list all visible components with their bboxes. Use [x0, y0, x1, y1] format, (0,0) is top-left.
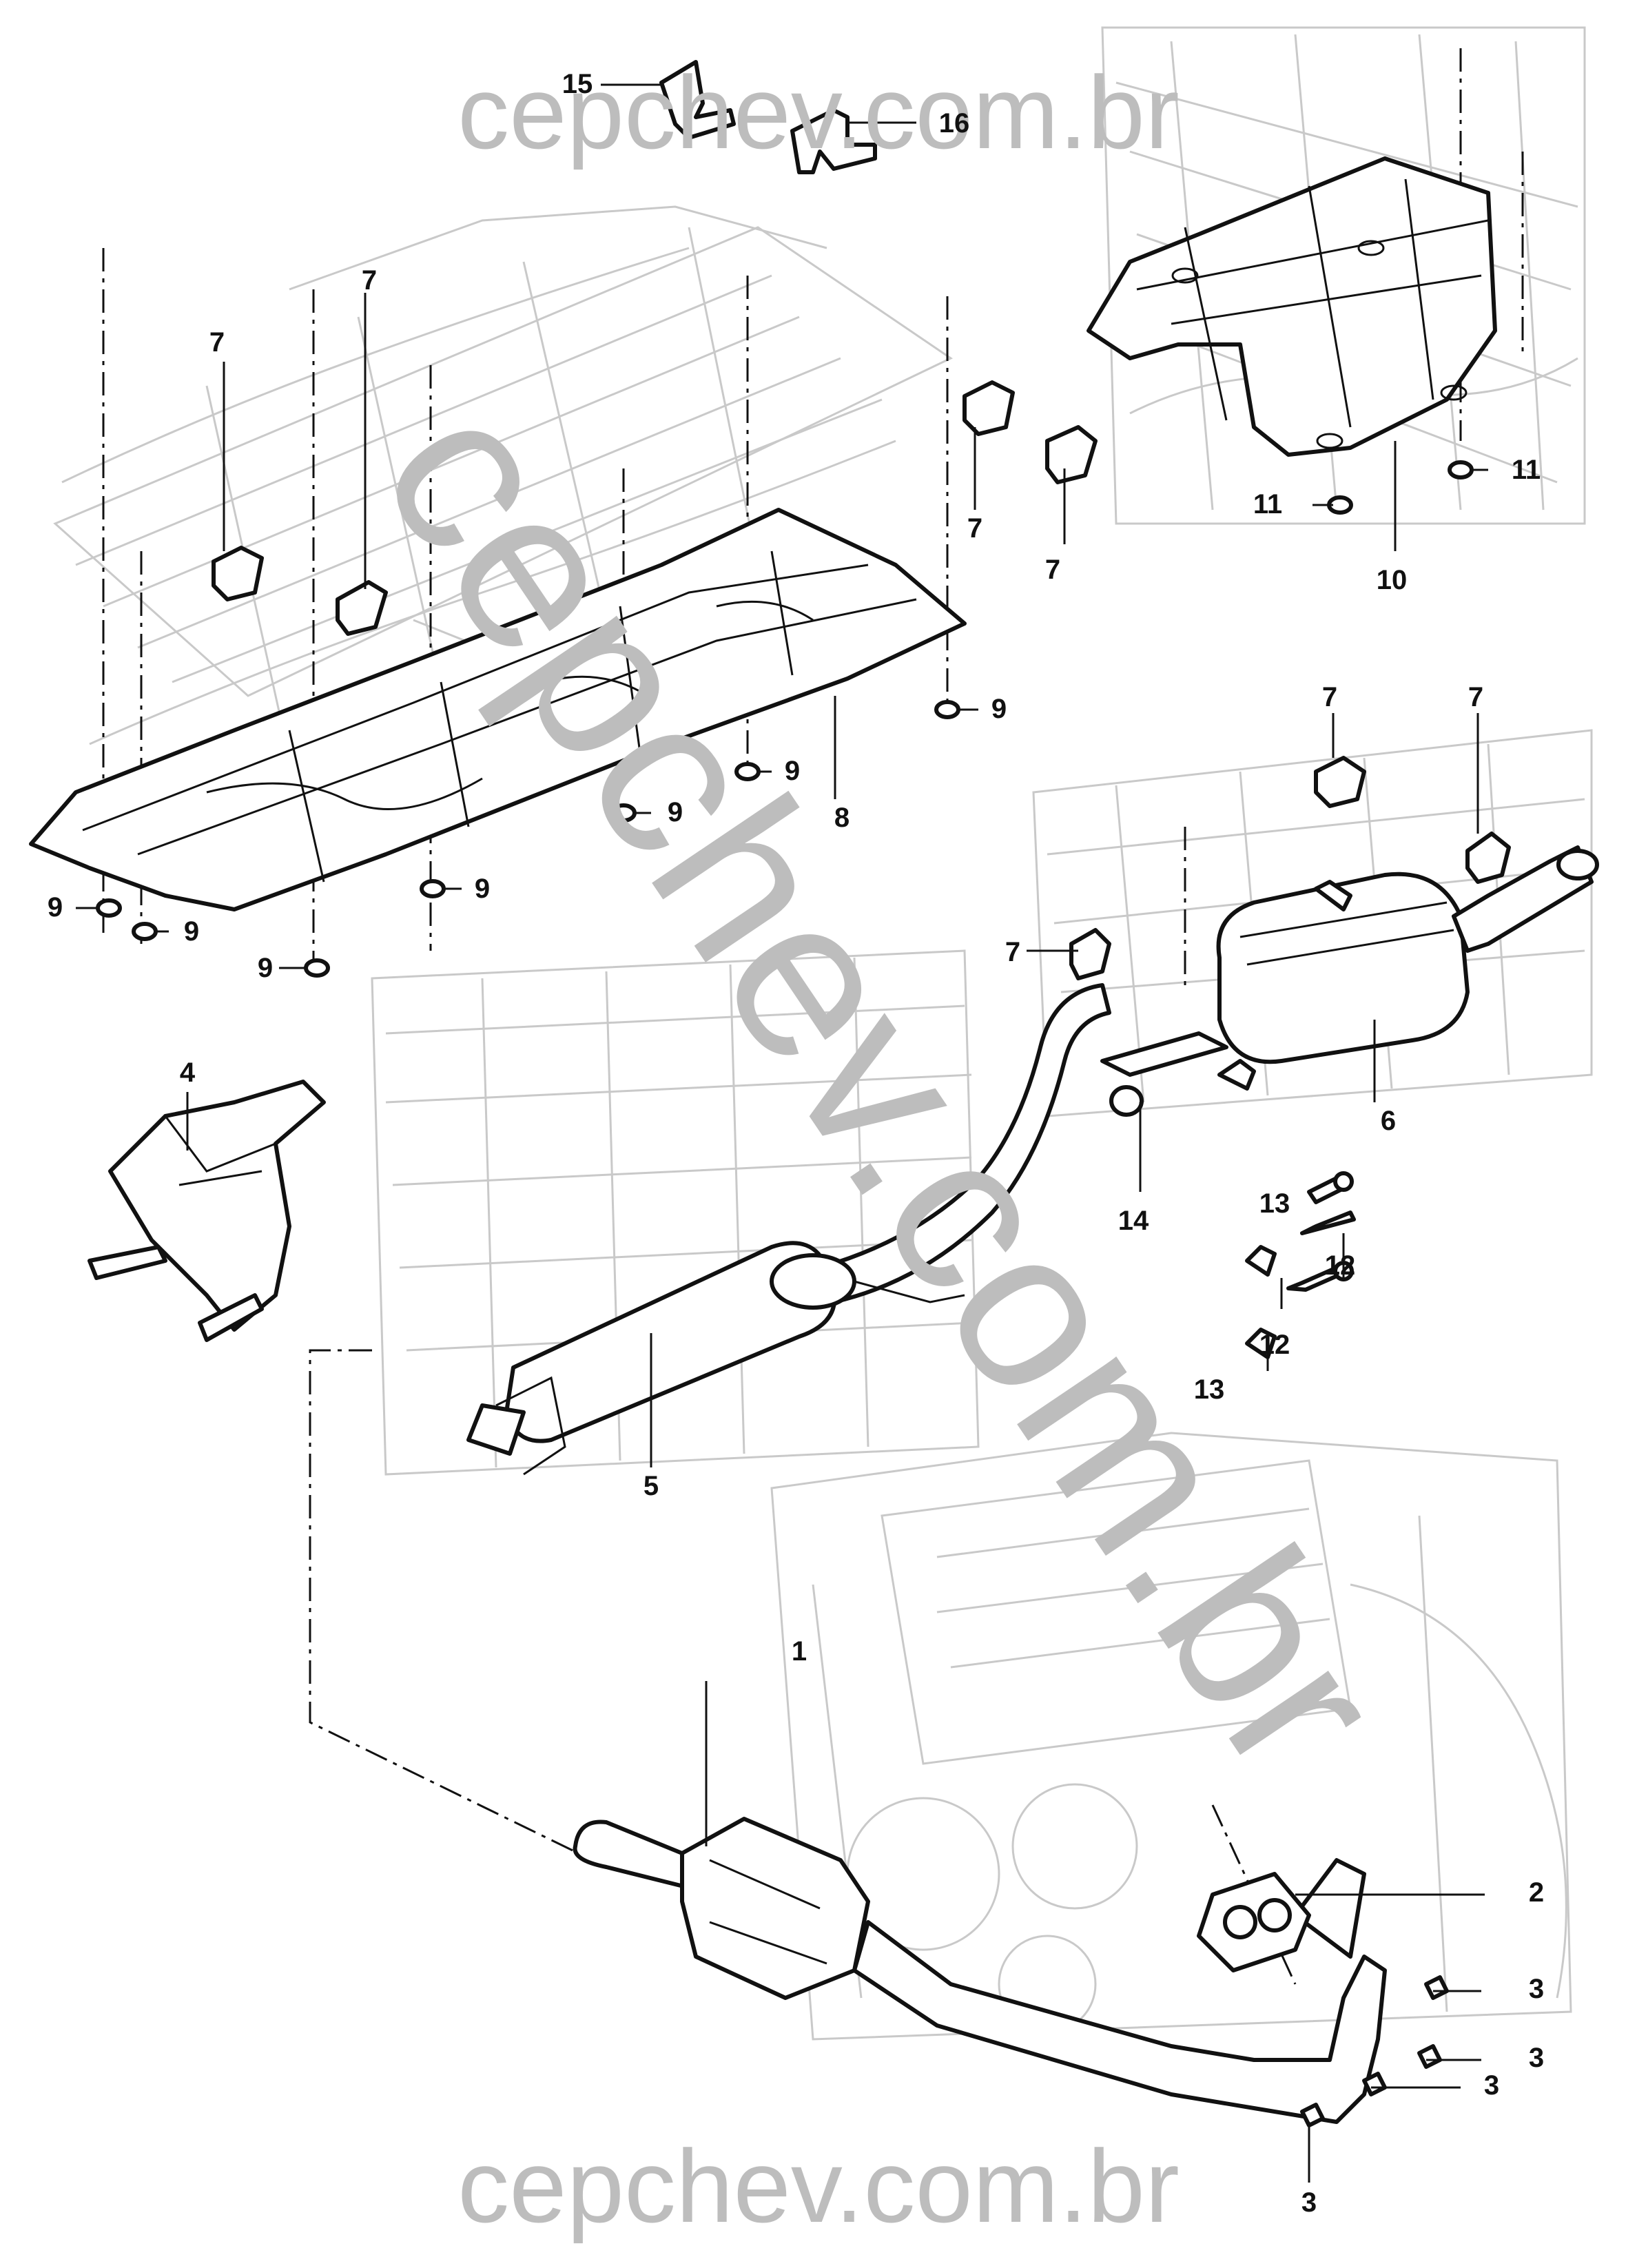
callout-9: 9 — [991, 694, 1007, 724]
gasket — [1197, 1872, 1311, 1972]
callout-5: 5 — [644, 1471, 659, 1501]
callout-9: 9 — [668, 797, 683, 827]
rear-muffler — [1100, 845, 1599, 1077]
callout-12: 12 — [1259, 1330, 1290, 1360]
callout-labels: 1 2 3 3 3 3 4 5 6 7 7 7 7 7 7 7 8 9 9 9 … — [48, 69, 1544, 2218]
callout-9: 9 — [258, 953, 273, 983]
clamp-16 — [790, 108, 877, 174]
callout-3: 3 — [1484, 2070, 1499, 2101]
callout-7: 7 — [1045, 555, 1060, 585]
ghost-underbody-center — [371, 949, 980, 1476]
nuts — [96, 460, 1474, 978]
intermediate-pipe — [466, 983, 1111, 1476]
callout-7: 7 — [209, 327, 225, 358]
callout-3: 3 — [1529, 2043, 1544, 2073]
callout-3: 3 — [1301, 2187, 1317, 2218]
mounting-bracket — [87, 1080, 326, 1342]
flange-bolts — [1300, 1975, 1449, 2127]
watermark-bottom: cepchev.com.br — [457, 2128, 1180, 2244]
watermark-top: cepchev.com.br — [457, 54, 1180, 170]
callout-9: 9 — [475, 874, 490, 904]
heat-shield-main — [29, 508, 967, 911]
callout-12: 12 — [1325, 1250, 1356, 1281]
callout-15: 15 — [562, 69, 593, 99]
callout-9: 9 — [48, 892, 63, 922]
callout-16: 16 — [939, 108, 970, 138]
callout-7: 7 — [967, 513, 982, 544]
callout-1: 1 — [792, 1636, 807, 1667]
callout-14: 14 — [1118, 1206, 1149, 1236]
rubber-hangers — [212, 380, 1511, 980]
callout-13: 13 — [1259, 1188, 1290, 1219]
clamp-15 — [659, 60, 736, 140]
callout-9: 9 — [785, 756, 800, 786]
callout-8: 8 — [834, 803, 850, 833]
callout-3: 3 — [1529, 1974, 1544, 2004]
front-pipe-catalytic-converter — [573, 1817, 1387, 2124]
heat-shield-rear — [1087, 156, 1497, 457]
callout-11: 11 — [1512, 455, 1541, 485]
callout-9: 9 — [184, 916, 199, 947]
callout-11: 11 — [1253, 489, 1282, 519]
callout-6: 6 — [1381, 1106, 1396, 1136]
leader-lines — [76, 83, 1488, 2183]
callout-4: 4 — [180, 1058, 196, 1088]
callout-13: 13 — [1194, 1374, 1225, 1405]
callout-7: 7 — [362, 265, 377, 296]
callout-7: 7 — [1005, 937, 1020, 967]
callout-7: 7 — [1468, 682, 1483, 712]
callout-10: 10 — [1377, 565, 1408, 595]
callout-2: 2 — [1529, 1877, 1544, 1908]
callout-7: 7 — [1322, 682, 1337, 712]
